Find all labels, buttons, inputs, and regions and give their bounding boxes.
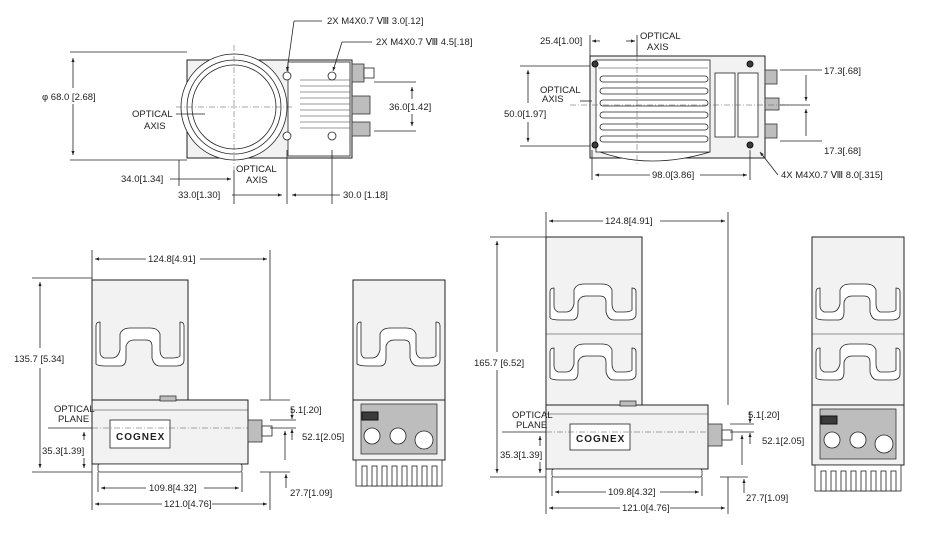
dim-side1-width: 124.8[4.91] [148,254,196,265]
mount-base [97,463,243,473]
back-view-standard-lens [352,279,446,487]
connector [764,123,778,139]
connector-port [823,431,841,449]
dim-front-bottom-left: 33.0[1.30] [178,190,220,201]
dim-top-right-upper: 17.3[.68] [824,66,861,77]
dim-side1-conn-top: 5.1[.20] [290,405,322,416]
dim-top-right-lower: 17.3[.68] [824,146,861,157]
dim-side2-width: 124.8[4.91] [605,216,653,227]
svg-text:AXIS: AXIS [647,42,669,53]
front-optical-axis-label: OPTICAL [132,109,173,120]
brand-logo: COGNEX [576,434,625,445]
status-led [820,415,838,425]
mount-hole [282,71,292,81]
svg-text:PLANE: PLANE [516,420,547,431]
dim-side1-conn-height: 52.1[2.05] [302,432,344,443]
mount-hole [282,131,292,141]
dim-front-diameter: φ 68.0 [2.68] [42,92,96,103]
dim-side2-plane-height: 35.3[1.39] [500,450,542,461]
connector-port [414,430,434,450]
dim-front-bottom-right: 30.0 [1.18] [343,190,388,201]
connector [764,97,780,111]
dim-side2-base-inner: 109.8[4.32] [608,487,656,498]
connector [707,423,723,447]
side2-optical-plane-label: OPTICAL [512,410,553,421]
mount-hole [746,60,754,68]
front-view: φ 68.0 [2.68] 2X M4X0.7 Ⅷ 3.0[.12] 2X M4… [42,16,472,204]
top-optical-axis-left: OPTICAL [540,85,581,96]
svg-text:AXIS: AXIS [144,121,166,132]
dim-top-width-offset: 25.4[1.00] [540,36,582,47]
svg-text:AXIS: AXIS [542,94,564,105]
dim-side1-height: 135.7 [5.34] [14,354,64,365]
back-view-extended-lens [811,236,905,492]
dim-top-height: 50.0[1.97] [504,109,546,120]
dim-side2-base-outer: 121.0[4.76] [622,503,670,514]
dim-front-left-offset: 34.0[1.34] [121,174,163,185]
mount-hole [746,141,754,149]
dim-side1-plane-height: 35.3[1.39] [42,446,84,457]
connector-port [874,434,894,454]
dim-side1-base-inner: 109.8[4.32] [149,483,197,494]
connector [351,63,365,83]
dim-side2-height: 165.7 [6.52] [474,358,524,369]
mount-hole [327,71,337,81]
front-optical-axis-bottom: OPTICAL [236,164,277,175]
dim-side1-base-outer: 121.0[4.76] [164,499,212,510]
mount-hole [591,60,599,68]
callout-front-thread-1: 2X M4X0.7 Ⅷ 3.0[.12] [327,16,423,27]
mount-hole [591,141,599,149]
callout-front-thread-2: 2X M4X0.7 Ⅷ 4.5[.18] [376,37,472,48]
svg-text:PLANE: PLANE [58,414,89,425]
side-view-standard-lens: COGNEX 124.8[4.91] 135.7 [5.34] OPTICAL … [14,250,344,510]
top-optical-axis-label: OPTICAL [640,31,681,42]
connector-port [363,427,381,445]
connector-port [849,431,867,449]
connector-port [389,427,407,445]
connector [351,95,371,115]
dim-top-length: 98.0[3.86] [652,170,694,181]
top-view: 25.4[1.00] OPTICAL AXIS 50.0[1.97] OPTIC… [504,31,883,181]
status-led [361,411,379,421]
dim-side2-conn-height: 52.1[2.05] [762,436,804,447]
side-view-extended-lens: COGNEX 124.8[4.91] 165.7 [6.52] OPTICAL … [474,212,804,514]
brand-logo: COGNEX [116,432,165,443]
connector [351,121,371,137]
side1-optical-plane-label: OPTICAL [54,404,95,415]
mount-hole [327,131,337,141]
connector [247,419,263,443]
callout-top-thread: 4X M4X0.7 Ⅷ 8.0[.315] [781,170,883,181]
svg-text:AXIS: AXIS [246,175,268,186]
dim-side1-conn-bottom: 27.7[1.09] [290,488,332,499]
dim-side2-conn-top: 5.1[.20] [748,410,780,421]
mount-base [551,468,703,478]
dim-side2-conn-bottom: 27.7[1.09] [746,493,788,504]
dim-front-height: 36.0[1.42] [389,102,431,113]
connector [764,69,778,85]
